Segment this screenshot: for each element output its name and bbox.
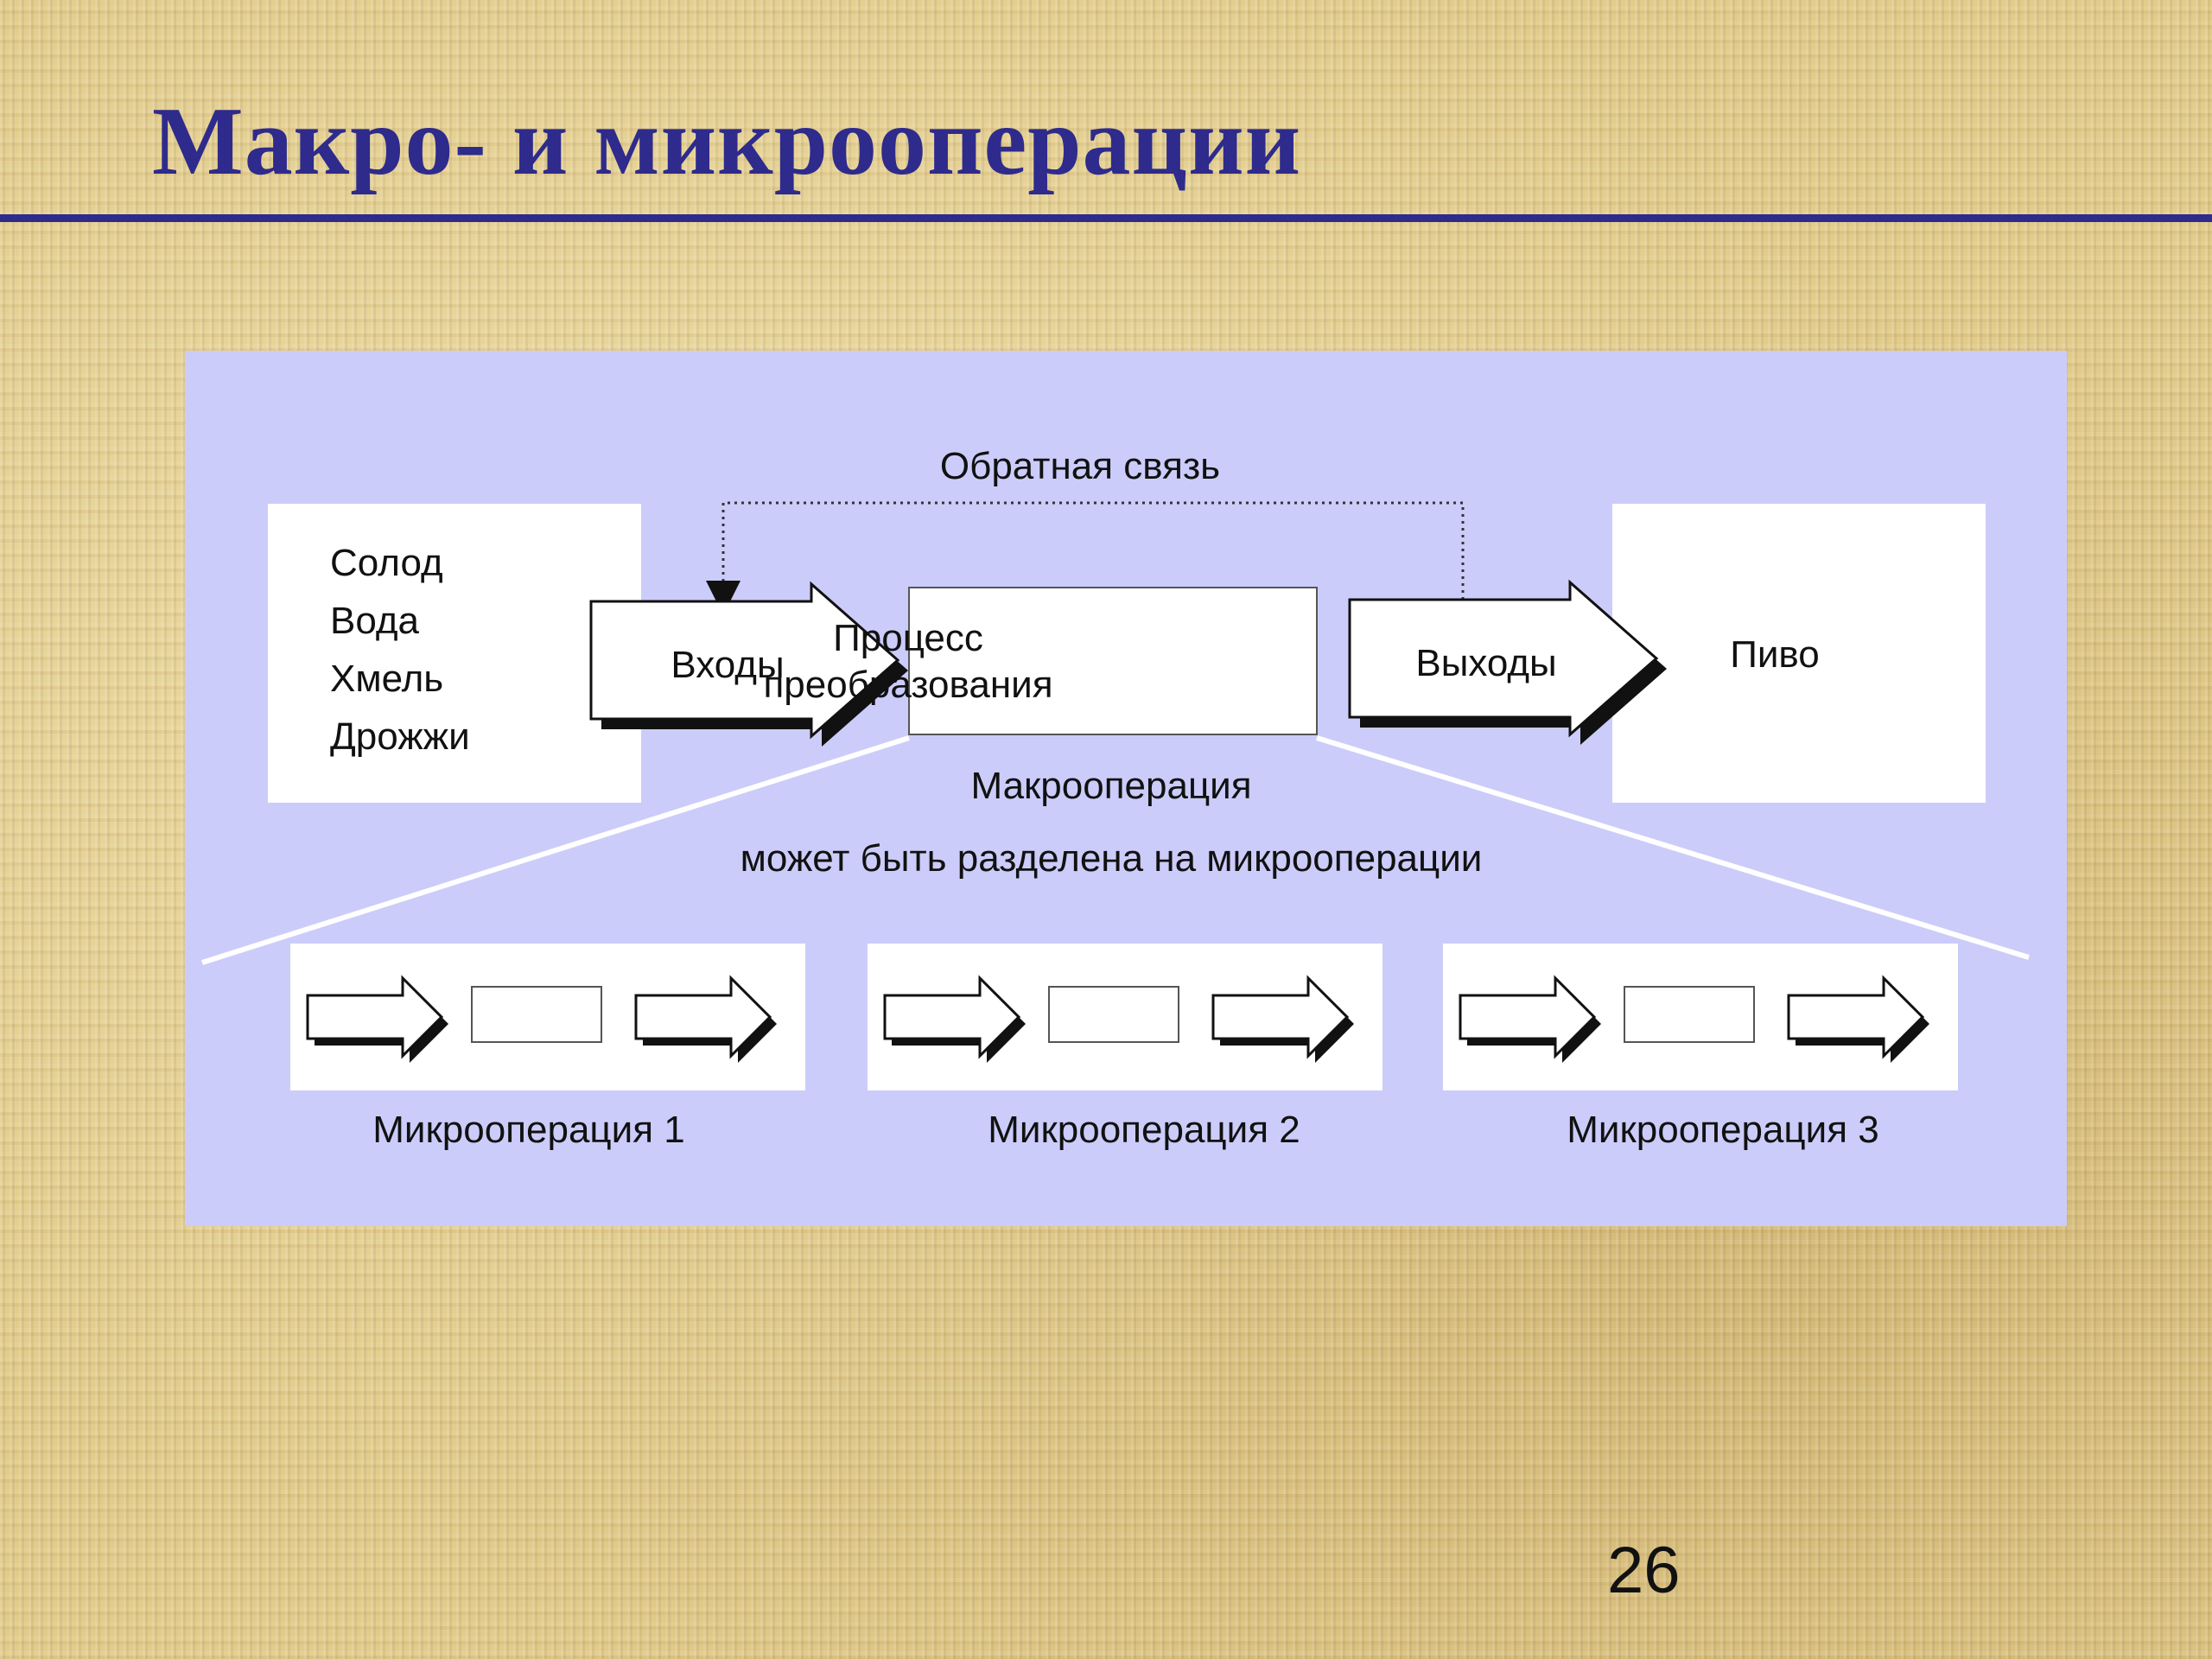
input-item: Хмель [330, 658, 444, 700]
title-divider [0, 214, 2212, 222]
micro-op-2-label: Микрооперация 2 [988, 1109, 1300, 1151]
inputs-arrow-label: Входы [671, 644, 785, 686]
inputs-box [268, 504, 641, 803]
micro-op-3-diagram [1443, 944, 1958, 1090]
slide-title: Макро- и микрооперации [152, 88, 1302, 195]
micro-op-3-label: Микрооперация 3 [1567, 1109, 1879, 1151]
diagram-graphics [201, 501, 2030, 1090]
expansion-line-right [1316, 735, 2030, 960]
micro-op-1-diagram [290, 944, 805, 1090]
micro-op-1-label: Микрооперация 1 [372, 1109, 685, 1151]
feedback-arrowhead-icon [706, 581, 741, 615]
micro-op-2-diagram [868, 944, 1382, 1090]
split-label: может быть разделена на микрооперации [740, 837, 1483, 880]
input-item: Дрожжи [330, 715, 470, 758]
output-label: Пиво [1730, 633, 1820, 676]
output-box [1612, 504, 1986, 803]
expansion-line-left [201, 735, 910, 965]
feedback-loop-line [721, 501, 1465, 613]
page-number: 26 [1607, 1534, 1681, 1607]
process-label: Процесс преобразования [763, 617, 1053, 706]
input-item: Солод [330, 542, 443, 584]
feedback-label: Обратная связь [939, 445, 1221, 487]
process-box [908, 587, 1318, 735]
outputs-arrow-label: Выходы [1415, 642, 1557, 684]
macro-operation-label: Макрооперация [970, 765, 1252, 807]
input-item: Вода [330, 600, 419, 642]
inputs-list: Солод Вода Хмель Дрожжи [330, 534, 470, 766]
diagram-panel: Обратная связь Солод Вода Хмель Дрожжи В… [185, 351, 2067, 1226]
